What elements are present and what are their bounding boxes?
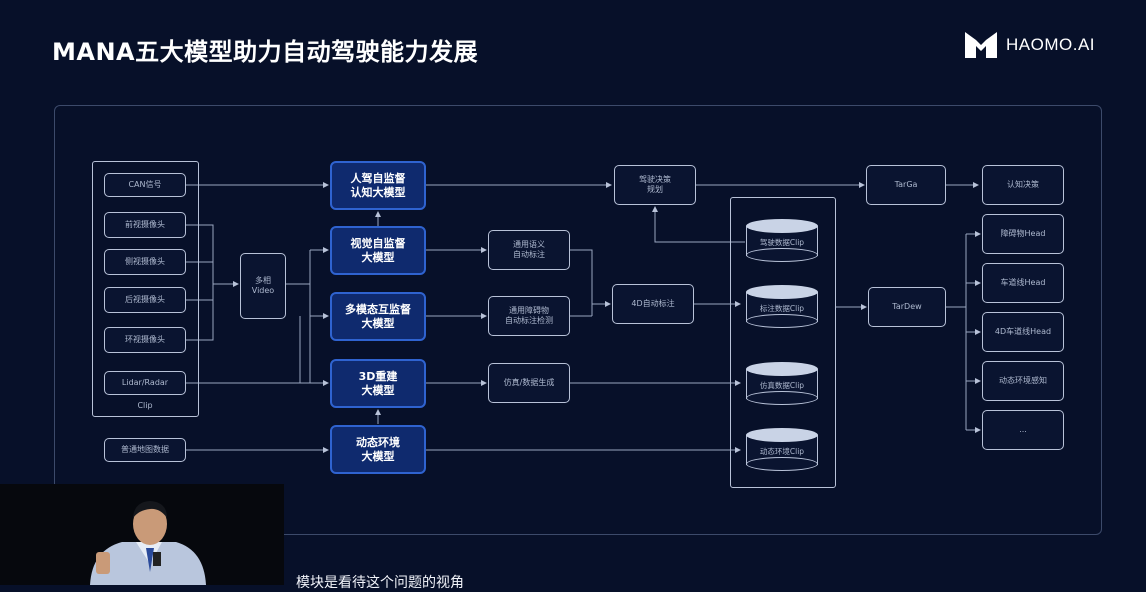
- speaker-video-inset: [0, 484, 284, 585]
- 4d-lane-head-output: 4D车道线Head: [982, 312, 1064, 352]
- clip-label: Clip: [137, 401, 153, 410]
- haomo-logo-icon: [965, 32, 997, 58]
- model-driver-cognition: 人驾自监督 认知大模型: [330, 161, 426, 210]
- diagram-frame: [54, 105, 1102, 535]
- surround-camera-box: 环视摄像头: [104, 327, 186, 353]
- lane-head-output: 车道线Head: [982, 263, 1064, 303]
- rear-camera-box: 后视摄像头: [104, 287, 186, 313]
- sensor-group: [92, 161, 199, 417]
- decision-planning-box: 驾驶决策 规划: [614, 165, 696, 205]
- simulation-generation-box: 仿真/数据生成: [488, 363, 570, 403]
- targa-box: TarGa: [866, 165, 946, 205]
- lidar-radar-box: Lidar/Radar: [104, 371, 186, 395]
- dynamic-env-perception-output: 动态环境感知: [982, 361, 1064, 401]
- simulation-data-clip-label: 仿真数据Clip: [759, 381, 805, 390]
- obstacle-autolabel-box: 通用障碍物 自动标注检测: [488, 296, 570, 336]
- simulation-data-clip-db: 仿真数据Clip: [746, 362, 818, 406]
- 4d-autolabel-box: 4D自动标注: [612, 284, 694, 324]
- semantic-autolabel-box: 通用语义 自动标注: [488, 230, 570, 270]
- speaker-figure-icon: [0, 484, 284, 585]
- multi-camera-video-box: 多相 Video: [240, 253, 286, 319]
- labeled-data-clip-db: 标注数据Clip: [746, 285, 818, 329]
- map-data-box: 普通地图数据: [104, 438, 186, 462]
- caption-text: 模块是看待这个问题的视角: [296, 575, 464, 591]
- front-camera-box: 前视摄像头: [104, 212, 186, 238]
- labeled-data-clip-label: 标注数据Clip: [759, 304, 805, 313]
- model-multimodal-mutual-supervision: 多模态互监督 大模型: [330, 292, 426, 341]
- slide-title: MANA五大模型助力自动驾驶能力发展: [52, 38, 479, 66]
- can-signal-box: CAN信号: [104, 173, 186, 197]
- dynamic-env-clip-label: 动态环境Clip: [759, 447, 805, 456]
- cognition-decision-output: 认知决策: [982, 165, 1064, 205]
- driving-data-clip-label: 驾驶数据Clip: [759, 238, 805, 247]
- obstacle-head-output: 障碍物Head: [982, 214, 1064, 254]
- side-camera-box: 侧视摄像头: [104, 249, 186, 275]
- driving-data-clip-db: 驾驶数据Clip: [746, 219, 818, 263]
- clip-database-group: [730, 197, 836, 488]
- dynamic-env-clip-db: 动态环境Clip: [746, 428, 818, 472]
- model-3d-reconstruction: 3D重建 大模型: [330, 359, 426, 408]
- model-vision-self-supervised: 视觉自监督 大模型: [330, 226, 426, 275]
- brand-logo: HAOMO.AI: [964, 30, 1095, 60]
- tardew-box: TarDew: [868, 287, 946, 327]
- brand-name: HAOMO.AI: [1006, 35, 1096, 54]
- model-dynamic-environment: 动态环境 大模型: [330, 425, 426, 474]
- more-outputs: ...: [982, 410, 1064, 450]
